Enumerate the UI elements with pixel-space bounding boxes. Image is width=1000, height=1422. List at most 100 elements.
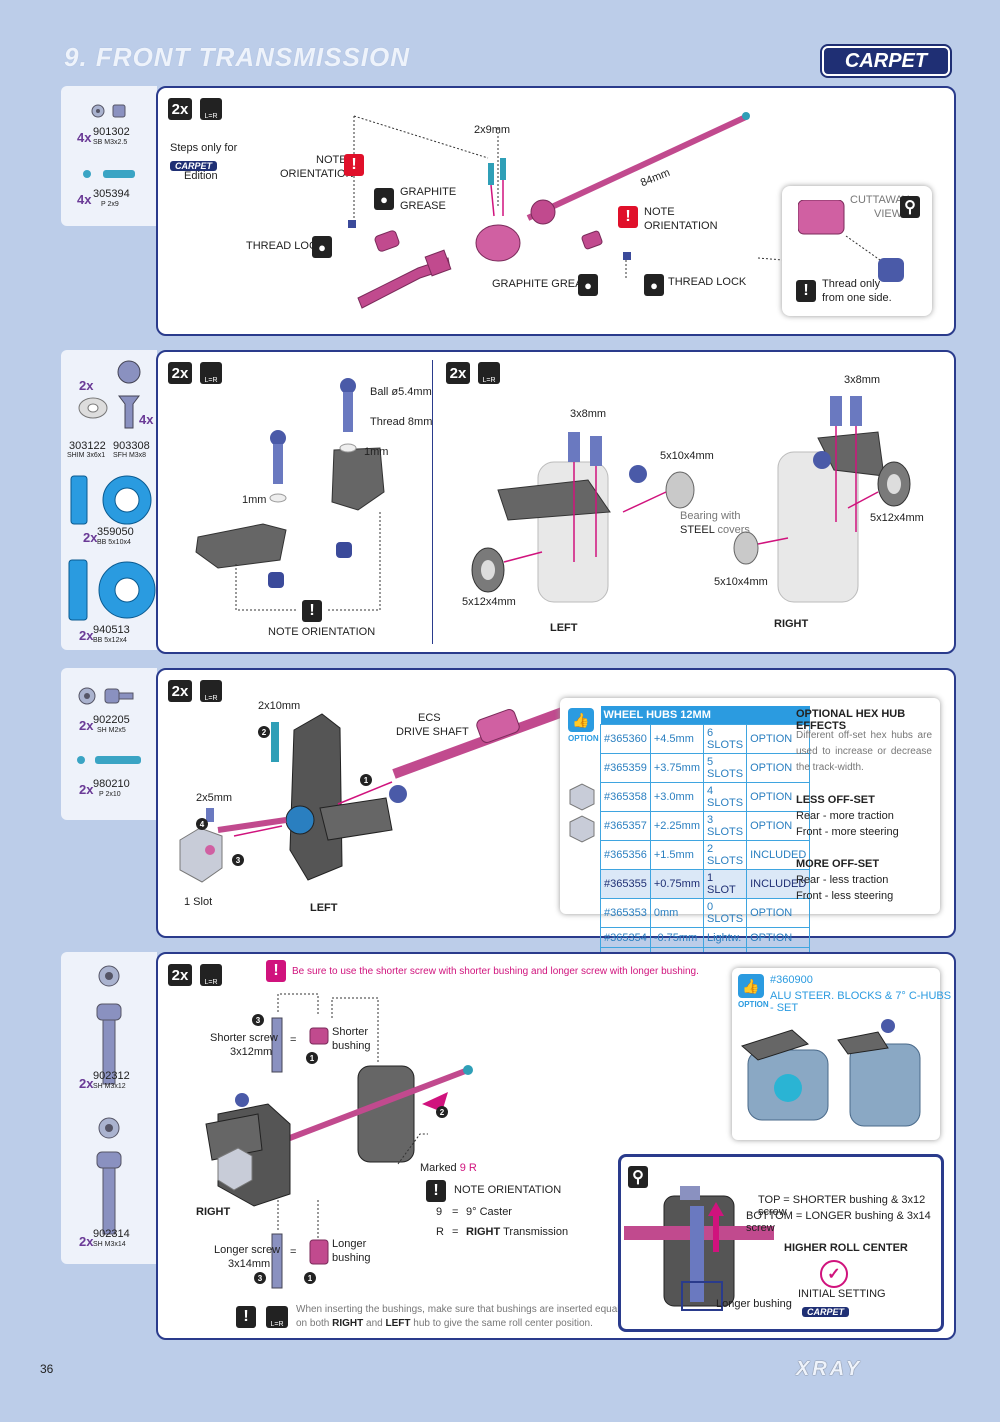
step-number: 1 bbox=[304, 1272, 316, 1284]
button-screw-icon bbox=[91, 104, 126, 118]
equals-sign: = bbox=[290, 1034, 297, 1046]
step-panel-3: 2x L=R 2x10mm 2 ECS DRIVE SHAFT 1 2x5mm … bbox=[156, 668, 956, 968]
longer-bushing-label: Longer bbox=[332, 1238, 367, 1250]
left-equals-right-icon: L=R bbox=[200, 964, 222, 986]
magnifier-icon: ⚲ bbox=[628, 1166, 648, 1188]
longer-screw-size: 3x14mm bbox=[228, 1258, 271, 1270]
grease-drop-icon: ● bbox=[578, 274, 598, 296]
bearing-steel-note: Bearing with bbox=[680, 510, 741, 522]
initial-setting-label: INITIAL SETTING bbox=[798, 1288, 886, 1300]
effects-title: OPTIONAL HEX HUB EFFECTS bbox=[796, 708, 906, 732]
shorter-screw-label: Shorter screw bbox=[210, 1032, 278, 1044]
part-number: 980210 bbox=[93, 778, 130, 790]
left-label: LEFT bbox=[550, 622, 578, 634]
shim-and-screw-icon bbox=[78, 360, 141, 429]
part-desc: SHIM 3x6x1 bbox=[67, 452, 106, 459]
warning-icon: ! bbox=[302, 600, 322, 622]
note-orientation-label: ORIENTATION bbox=[644, 220, 718, 232]
part-number: 303122 bbox=[69, 440, 106, 452]
qty: 4x bbox=[77, 192, 92, 207]
qty: 4x bbox=[139, 412, 154, 427]
part-number: 902312 bbox=[93, 1070, 130, 1082]
left-label: LEFT bbox=[310, 902, 338, 914]
steps-note-edition: Edition bbox=[184, 170, 218, 182]
step-number: 3 bbox=[252, 1014, 264, 1026]
bearing-5x10x4-icon bbox=[70, 475, 152, 525]
quantity-badge: 2x bbox=[168, 362, 192, 384]
ecs-label: ECS bbox=[418, 712, 441, 724]
warning-icon: ! bbox=[618, 206, 638, 228]
step-panel-2: 2x L=R 2x L=R Ba bbox=[156, 350, 956, 654]
left-equals-right-icon: L=R bbox=[200, 98, 222, 120]
note-orientation-label: NOTE bbox=[644, 206, 675, 218]
effects-desc: Different off-set hex hubs are used to i… bbox=[796, 730, 932, 773]
less-offset-line: Rear - more traction bbox=[796, 810, 894, 822]
qty: 2x bbox=[79, 378, 94, 393]
qty: 2x bbox=[79, 628, 94, 643]
screw-size-label: 3x8mm bbox=[570, 408, 607, 420]
legend-key-9: 9 bbox=[436, 1206, 443, 1218]
ball-label: Ball ø5.4mm bbox=[370, 386, 432, 398]
left-equals-right-icon: L=R bbox=[266, 1306, 288, 1328]
left-equals-right-icon: L=R bbox=[478, 362, 500, 384]
parts-tab-3: 2x 902205 SH M2x5 2x 980210 P 2x10 bbox=[61, 668, 157, 820]
bottom-note: on both bbox=[296, 1318, 330, 1329]
thumbs-up-icon: 👍 bbox=[738, 974, 764, 998]
parts-tab-4: 2x 902312 SH M3x12 2x 902314 SH M3x14 bbox=[61, 952, 157, 1264]
shorter-bushing-label: Shorter bbox=[332, 1026, 369, 1038]
equals-sign: = bbox=[452, 1226, 459, 1238]
equals-sign: = bbox=[452, 1206, 459, 1218]
bottom-note: hub to give the same roll center positio… bbox=[413, 1318, 593, 1329]
warning-icon: ! bbox=[796, 280, 816, 302]
carpet-brand-small: CARPET bbox=[802, 1307, 850, 1317]
warning-icon: ! bbox=[236, 1306, 256, 1328]
step-number: 3 bbox=[232, 854, 244, 866]
thread-lock-label: THREAD LOCK bbox=[246, 240, 325, 252]
quantity-badge: 2x bbox=[168, 680, 192, 702]
longer-bushing-label: bushing bbox=[332, 1252, 371, 1264]
bushing-detail-image bbox=[624, 1186, 774, 1311]
more-offset-line: Rear - less traction bbox=[796, 874, 889, 886]
check-icon: ✓ bbox=[820, 1260, 848, 1288]
qty: 2x bbox=[79, 782, 94, 797]
shim-label: 1mm bbox=[364, 446, 389, 458]
note-orientation-label: NOTE ORIENTATION bbox=[454, 1184, 562, 1196]
left-equals-right-icon: L=R bbox=[200, 362, 222, 384]
legend-caster: 9° Caster bbox=[466, 1206, 512, 1218]
warning-icon: ! bbox=[344, 154, 364, 176]
part-number: 903308 bbox=[113, 440, 150, 452]
covers-word: covers bbox=[717, 524, 750, 536]
note-orientation-label: NOTE ORIENTATION bbox=[268, 626, 376, 638]
step-number: 2 bbox=[436, 1106, 448, 1118]
bushing-warning: Be sure to use the shorter screw with sh… bbox=[292, 966, 699, 977]
thread-lock-drop-icon: ● bbox=[644, 274, 664, 296]
thread-only-label: Thread only bbox=[822, 278, 881, 290]
part-desc: SH M2x5 bbox=[97, 727, 126, 734]
bottom-note: When inserting the bushings, make sure t… bbox=[296, 1304, 627, 1315]
xray-logo: XRAY bbox=[796, 1358, 863, 1380]
long-screw-icon bbox=[96, 1117, 122, 1235]
bottom-note: and bbox=[366, 1318, 383, 1329]
table-title: WHEEL HUBS 12MM bbox=[600, 706, 810, 725]
step-number: 2 bbox=[258, 726, 270, 738]
quantity-badge: 2x bbox=[168, 98, 192, 120]
magnifier-icon: ⚲ bbox=[900, 196, 920, 218]
graphite-label: GRAPHITE bbox=[400, 186, 457, 198]
right-word: RIGHT bbox=[466, 1226, 501, 1238]
bearing-size-label: 5x12x4mm bbox=[462, 596, 516, 608]
less-offset-title: LESS OFF-SET bbox=[796, 794, 875, 806]
equals-sign: = bbox=[290, 1246, 297, 1258]
parts-tab-1: 4x 901302 SB M3x2.5 4x 305394 P 2x9 bbox=[61, 86, 157, 226]
option-label: OPTION bbox=[568, 734, 599, 743]
part-number: 940513 bbox=[93, 624, 130, 636]
part-number: 359050 bbox=[97, 526, 134, 538]
shorter-screw-size: 3x12mm bbox=[230, 1046, 273, 1058]
legend-key-r: R bbox=[436, 1226, 444, 1238]
more-offset-line: Front - less steering bbox=[796, 890, 894, 902]
part-desc: SFH M3x8 bbox=[113, 452, 147, 459]
ecs-label: DRIVE SHAFT bbox=[396, 726, 469, 738]
